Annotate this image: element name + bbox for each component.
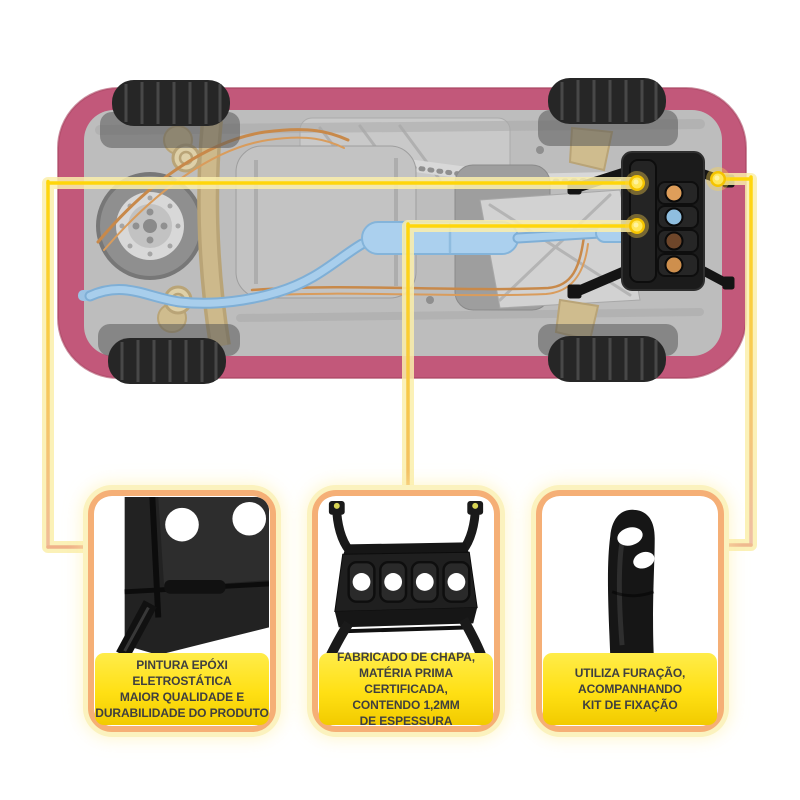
- feature-label-sheet-material: FABRICADO DE CHAPA, MATÉRIA PRIMA CERTIF…: [319, 650, 493, 728]
- tire-front-right-bottom: [548, 336, 666, 382]
- feature-label-fixation-kit: UTILIZA FURAÇÃO, ACOMPANHANDO KIT DE FIX…: [543, 653, 717, 725]
- callout-lines: [42, 173, 757, 553]
- photo-mounting-strap: [543, 497, 717, 655]
- tire-rear-left-top: [112, 80, 230, 126]
- tire-rear-left-bottom: [108, 338, 226, 384]
- photo-skid-plate-full-view: [319, 497, 493, 655]
- tire-front-left-top: [548, 78, 666, 124]
- feature-card-fixation-kit: UTILIZA FURAÇÃO, ACOMPANHANDO KIT DE FIX…: [536, 490, 724, 732]
- feature-card-epoxy-paint: PINTURA EPÓXI ELETROSTÁTICA MAIOR QUALID…: [88, 490, 276, 732]
- feature-label-epoxy-paint: PINTURA EPÓXI ELETROSTÁTICA MAIOR QUALID…: [95, 653, 269, 725]
- callout-dot-material: [625, 214, 649, 238]
- feature-card-sheet-material: FABRICADO DE CHAPA, MATÉRIA PRIMA CERTIF…: [312, 490, 500, 732]
- skid-plate-hole-markers: [664, 183, 684, 275]
- callout-dot-fixation: [706, 167, 730, 191]
- callout-dot-epoxy: [625, 171, 649, 195]
- brake-fuel-lines: [96, 128, 589, 297]
- spare-tire: [96, 172, 204, 280]
- callout-dots: [625, 167, 730, 238]
- photo-skid-plate-corner-closeup: [95, 497, 269, 655]
- tires: [108, 78, 666, 384]
